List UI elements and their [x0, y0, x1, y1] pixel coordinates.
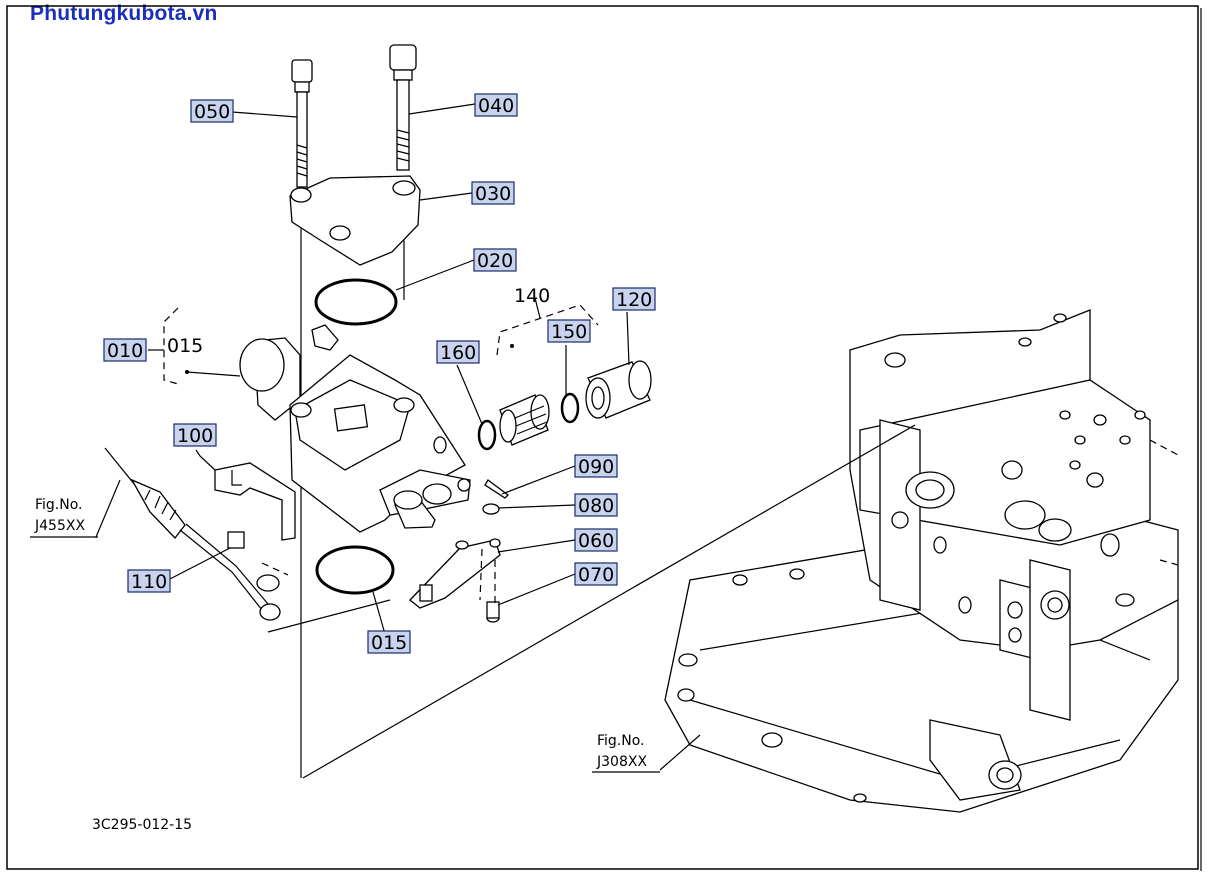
svg-text:Fig.No.: Fig.No.: [597, 733, 645, 749]
bolt-040: [389, 44, 417, 171]
valve-body: [239, 324, 471, 533]
pin-090: [484, 479, 509, 499]
callout-010[interactable]: 010: [103, 338, 147, 362]
figure-ref-left[interactable]: Fig.No. J455XX: [30, 497, 98, 538]
callout-060[interactable]: 060: [574, 528, 618, 552]
group-bracket-140: [496, 304, 599, 356]
callout-160[interactable]: 160: [436, 340, 480, 364]
svg-text:Fig.No.: Fig.No.: [35, 497, 83, 513]
bolt-050: [291, 59, 313, 188]
callout-090-text: 090: [578, 456, 614, 478]
svg-text:J455XX: J455XX: [34, 518, 85, 534]
leader-lines: [95, 103, 701, 771]
o-ring-015: [315, 545, 395, 595]
callout-080-text: 080: [578, 495, 614, 517]
callout-110-text: 110: [131, 571, 167, 593]
label-140-plain: 140: [514, 285, 550, 307]
drawing-frame: [6, 5, 1199, 870]
callout-090[interactable]: 090: [574, 454, 618, 478]
cable-110: [104, 447, 289, 621]
callout-020-text: 020: [477, 250, 513, 272]
plug-140: [499, 394, 550, 446]
callout-070-text: 070: [578, 564, 614, 586]
nut-120: [585, 360, 652, 419]
label-015-plain: 015: [167, 335, 203, 357]
callout-150-text: 150: [551, 321, 587, 343]
callout-010-text: 010: [107, 340, 143, 362]
callout-020[interactable]: 020: [473, 248, 517, 272]
bracket-100: [214, 462, 296, 541]
callout-160-text: 160: [440, 342, 476, 364]
callout-030[interactable]: 030: [471, 181, 515, 205]
callout-100[interactable]: 100: [173, 423, 217, 447]
drawing-code: 3C295-012-15: [92, 817, 192, 833]
washer-080: [482, 503, 500, 515]
group-bracket-010: [163, 307, 179, 385]
o-ring-150: [560, 392, 580, 424]
hydraulic-housing: [664, 309, 1179, 813]
callout-150[interactable]: 150: [547, 319, 591, 343]
callout-100-text: 100: [177, 425, 213, 447]
callout-030-text: 030: [475, 183, 511, 205]
callout-120-text: 120: [616, 289, 652, 311]
callout-015b-text: 015: [371, 632, 407, 654]
callout-110[interactable]: 110: [127, 569, 171, 593]
cover-030: [289, 175, 421, 266]
callout-080[interactable]: 080: [574, 493, 618, 517]
lever-060: [409, 538, 501, 609]
figure-ref-right[interactable]: Fig.No. J308XX: [592, 733, 660, 773]
callout-050[interactable]: 050: [190, 99, 234, 123]
svg-text:J308XX: J308XX: [596, 754, 647, 770]
callout-070[interactable]: 070: [574, 562, 618, 586]
callout-050-text: 050: [194, 101, 230, 123]
o-ring-160: [477, 419, 497, 451]
assembly-line-main: [302, 424, 916, 779]
callout-040[interactable]: 040: [474, 93, 518, 117]
callout-015b[interactable]: 015: [367, 630, 411, 654]
callout-120[interactable]: 120: [612, 287, 656, 311]
callout-labels: 050 040 030 020 120 150 160 010 100 090 080 060 070 1…: [103, 93, 656, 654]
callout-040-text: 040: [478, 95, 514, 117]
callout-060-text: 060: [578, 530, 614, 552]
site-title[interactable]: Phutungkubota.vn: [30, 2, 218, 25]
o-ring-020: [314, 278, 398, 326]
